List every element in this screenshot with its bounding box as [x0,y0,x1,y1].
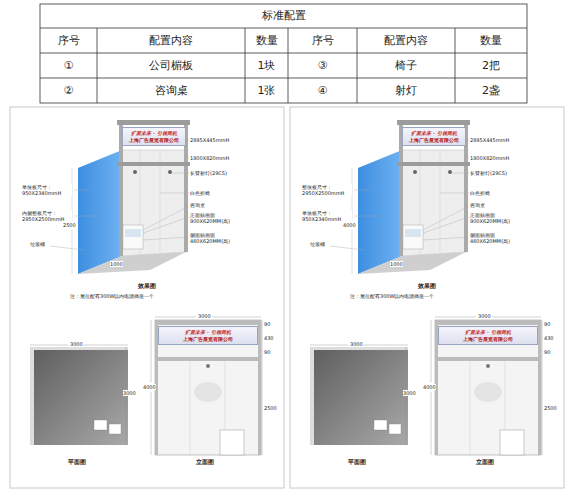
table-cell: 咨询桌 [97,79,245,103]
dimension-label: 咨询桌 [470,202,485,208]
table-header: 序号 [40,29,97,53]
table-cell: 2盏 [455,79,527,103]
dimension-label: 白色折椅 [470,190,490,196]
dimension-label: 4000 [143,384,156,390]
dimension-label: 单块板尺寸：950X2340mmH [302,210,352,222]
dimension-label: 长臂射灯(29CS) [470,170,507,176]
table-header: 数量 [455,29,527,53]
dimension-label: 垃圾桶 [310,241,325,247]
slogan-text: 扩展未来 · 引领商机 [124,130,184,137]
view-title: 立面图 [196,458,214,465]
dimension-label: 侧面贴画面 460X620MM(高) [470,232,522,244]
view-title: 效果图 [138,282,156,289]
fascia-board: 扩展未来 · 引领商机上海广告展览有限公司 [402,127,466,146]
dimension-label: 内侧整板尺寸：2950X2500mmH [22,210,72,222]
slogan-text: 扩展未来 · 引领商机 [160,329,256,336]
dimension-label: 侧面贴画面 460X620MM(高) [190,232,242,244]
dimension-label: 3000 [70,341,83,347]
dimension-label: 3000 [198,313,211,319]
company-name: 上海广告展览有限公司 [160,336,256,343]
fascia-board: 扩展未来 · 引领商机上海广告展览有限公司 [158,326,258,345]
dimension-label: 90 [544,321,550,327]
company-name: 上海广告展览有限公司 [440,336,536,343]
dimension-label: 咨询桌 [190,202,205,208]
dimension-label: 4000 [423,384,436,390]
table-cell: 1张 [245,79,288,103]
dimension-label: 注：展位配有300W以内电源插座一个 [350,293,435,299]
dimension-label: 90 [264,349,270,355]
dimension-label: 2895X445mmH [470,137,509,143]
dimension-label: 白色折椅 [190,190,210,196]
dimension-label: 3000 [123,390,136,396]
dimension-label: 2500 [63,222,76,228]
dimension-label: 430 [544,335,554,341]
table-header: 配置内容 [357,29,455,53]
dimension-label: 4000 [343,222,356,228]
dimension-label: 整块板尺寸：2950X2500mmH [302,184,352,196]
table-cell: ① [40,54,97,78]
view-title: 立面图 [476,458,494,465]
table-cell: ④ [288,79,357,103]
dimension-label: 1800X820mmH [470,155,509,161]
dimension-label: 长臂射灯(29CS) [190,170,227,176]
dimension-label: 正面贴画面 900X620MM(高) [190,212,242,224]
fascia-board: 扩展未来 · 引领商机上海广告展览有限公司 [438,326,538,345]
dimension-label: 90 [544,349,550,355]
dimension-label: 3000 [403,390,416,396]
table-title: 标准配置 [40,4,527,28]
dimension-label: 注：展位配有300W以内电源插座一个 [70,293,155,299]
dimension-label: 2500 [264,405,277,411]
table-cell: 1块 [245,54,288,78]
fascia-board: 扩展未来 · 引领商机上海广告展览有限公司 [122,127,186,146]
table-header: 配置内容 [97,29,245,53]
dimension-label: 3000 [350,341,363,347]
table-cell: 2把 [455,54,527,78]
view-title: 平面图 [68,458,86,465]
table-cell: 椅子 [357,54,455,78]
dimension-label: 1000 [390,261,403,267]
dimension-label: 1000 [110,261,123,267]
table-cell: 射灯 [357,79,455,103]
table-header: 数量 [245,29,288,53]
view-title: 平面图 [348,458,366,465]
dimension-label: 90 [264,321,270,327]
slogan-text: 扩展未来 · 引领商机 [404,130,464,137]
table-cell: ③ [288,54,357,78]
dimension-label: 430 [264,335,274,341]
company-name: 上海广告展览有限公司 [404,137,464,144]
dimension-label: 垃圾桶 [30,241,45,247]
dimension-label: 2500 [544,405,557,411]
dimension-label: 正面贴画面 900X620MM(高) [470,212,522,224]
view-title: 效果图 [418,282,436,289]
table-header: 序号 [288,29,357,53]
dimension-label: 单块板尺寸：950X2340mmH [22,184,72,196]
dimension-label: 2895X445mmH [190,137,229,143]
company-name: 上海广告展览有限公司 [124,137,184,144]
table-cell: ② [40,79,97,103]
dimension-label: 3000 [478,313,491,319]
slogan-text: 扩展未来 · 引领商机 [440,329,536,336]
table-cell: 公司楣板 [97,54,245,78]
dimension-label: 1800X820mmH [190,155,229,161]
